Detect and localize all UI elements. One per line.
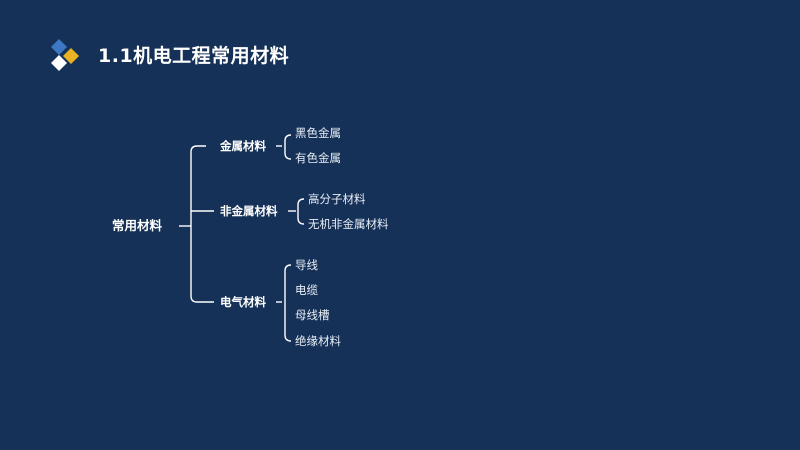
page-title: 1.1机电工程常用材料 bbox=[98, 44, 290, 67]
leaf-busway: 母线槽 bbox=[295, 308, 330, 322]
leaf-polymer-material: 高分子材料 bbox=[308, 192, 366, 206]
category-nonmetal: 非金属材料 bbox=[220, 204, 278, 218]
title-bar: 1.1机电工程常用材料 bbox=[48, 34, 289, 74]
leaf-inorganic-nonmetal: 无机非金属材料 bbox=[308, 217, 389, 231]
electrical-bracket bbox=[284, 264, 292, 342]
leaf-nonferrous-metal: 有色金属 bbox=[295, 151, 341, 165]
main-bracket bbox=[190, 145, 214, 303]
nonmetal-bracket bbox=[297, 198, 305, 225]
metal-bracket bbox=[284, 134, 292, 160]
leaf-wire: 导线 bbox=[295, 258, 318, 272]
category-electrical: 电气材料 bbox=[220, 295, 266, 309]
tree-root: 常用材料 bbox=[112, 218, 163, 233]
category-metal: 金属材料 bbox=[220, 139, 266, 153]
leaf-cable: 电缆 bbox=[295, 283, 318, 297]
leaf-ferrous-metal: 黑色金属 bbox=[295, 126, 341, 140]
leaf-insulation-material: 绝缘材料 bbox=[295, 334, 341, 348]
logo-icon bbox=[51, 39, 79, 71]
